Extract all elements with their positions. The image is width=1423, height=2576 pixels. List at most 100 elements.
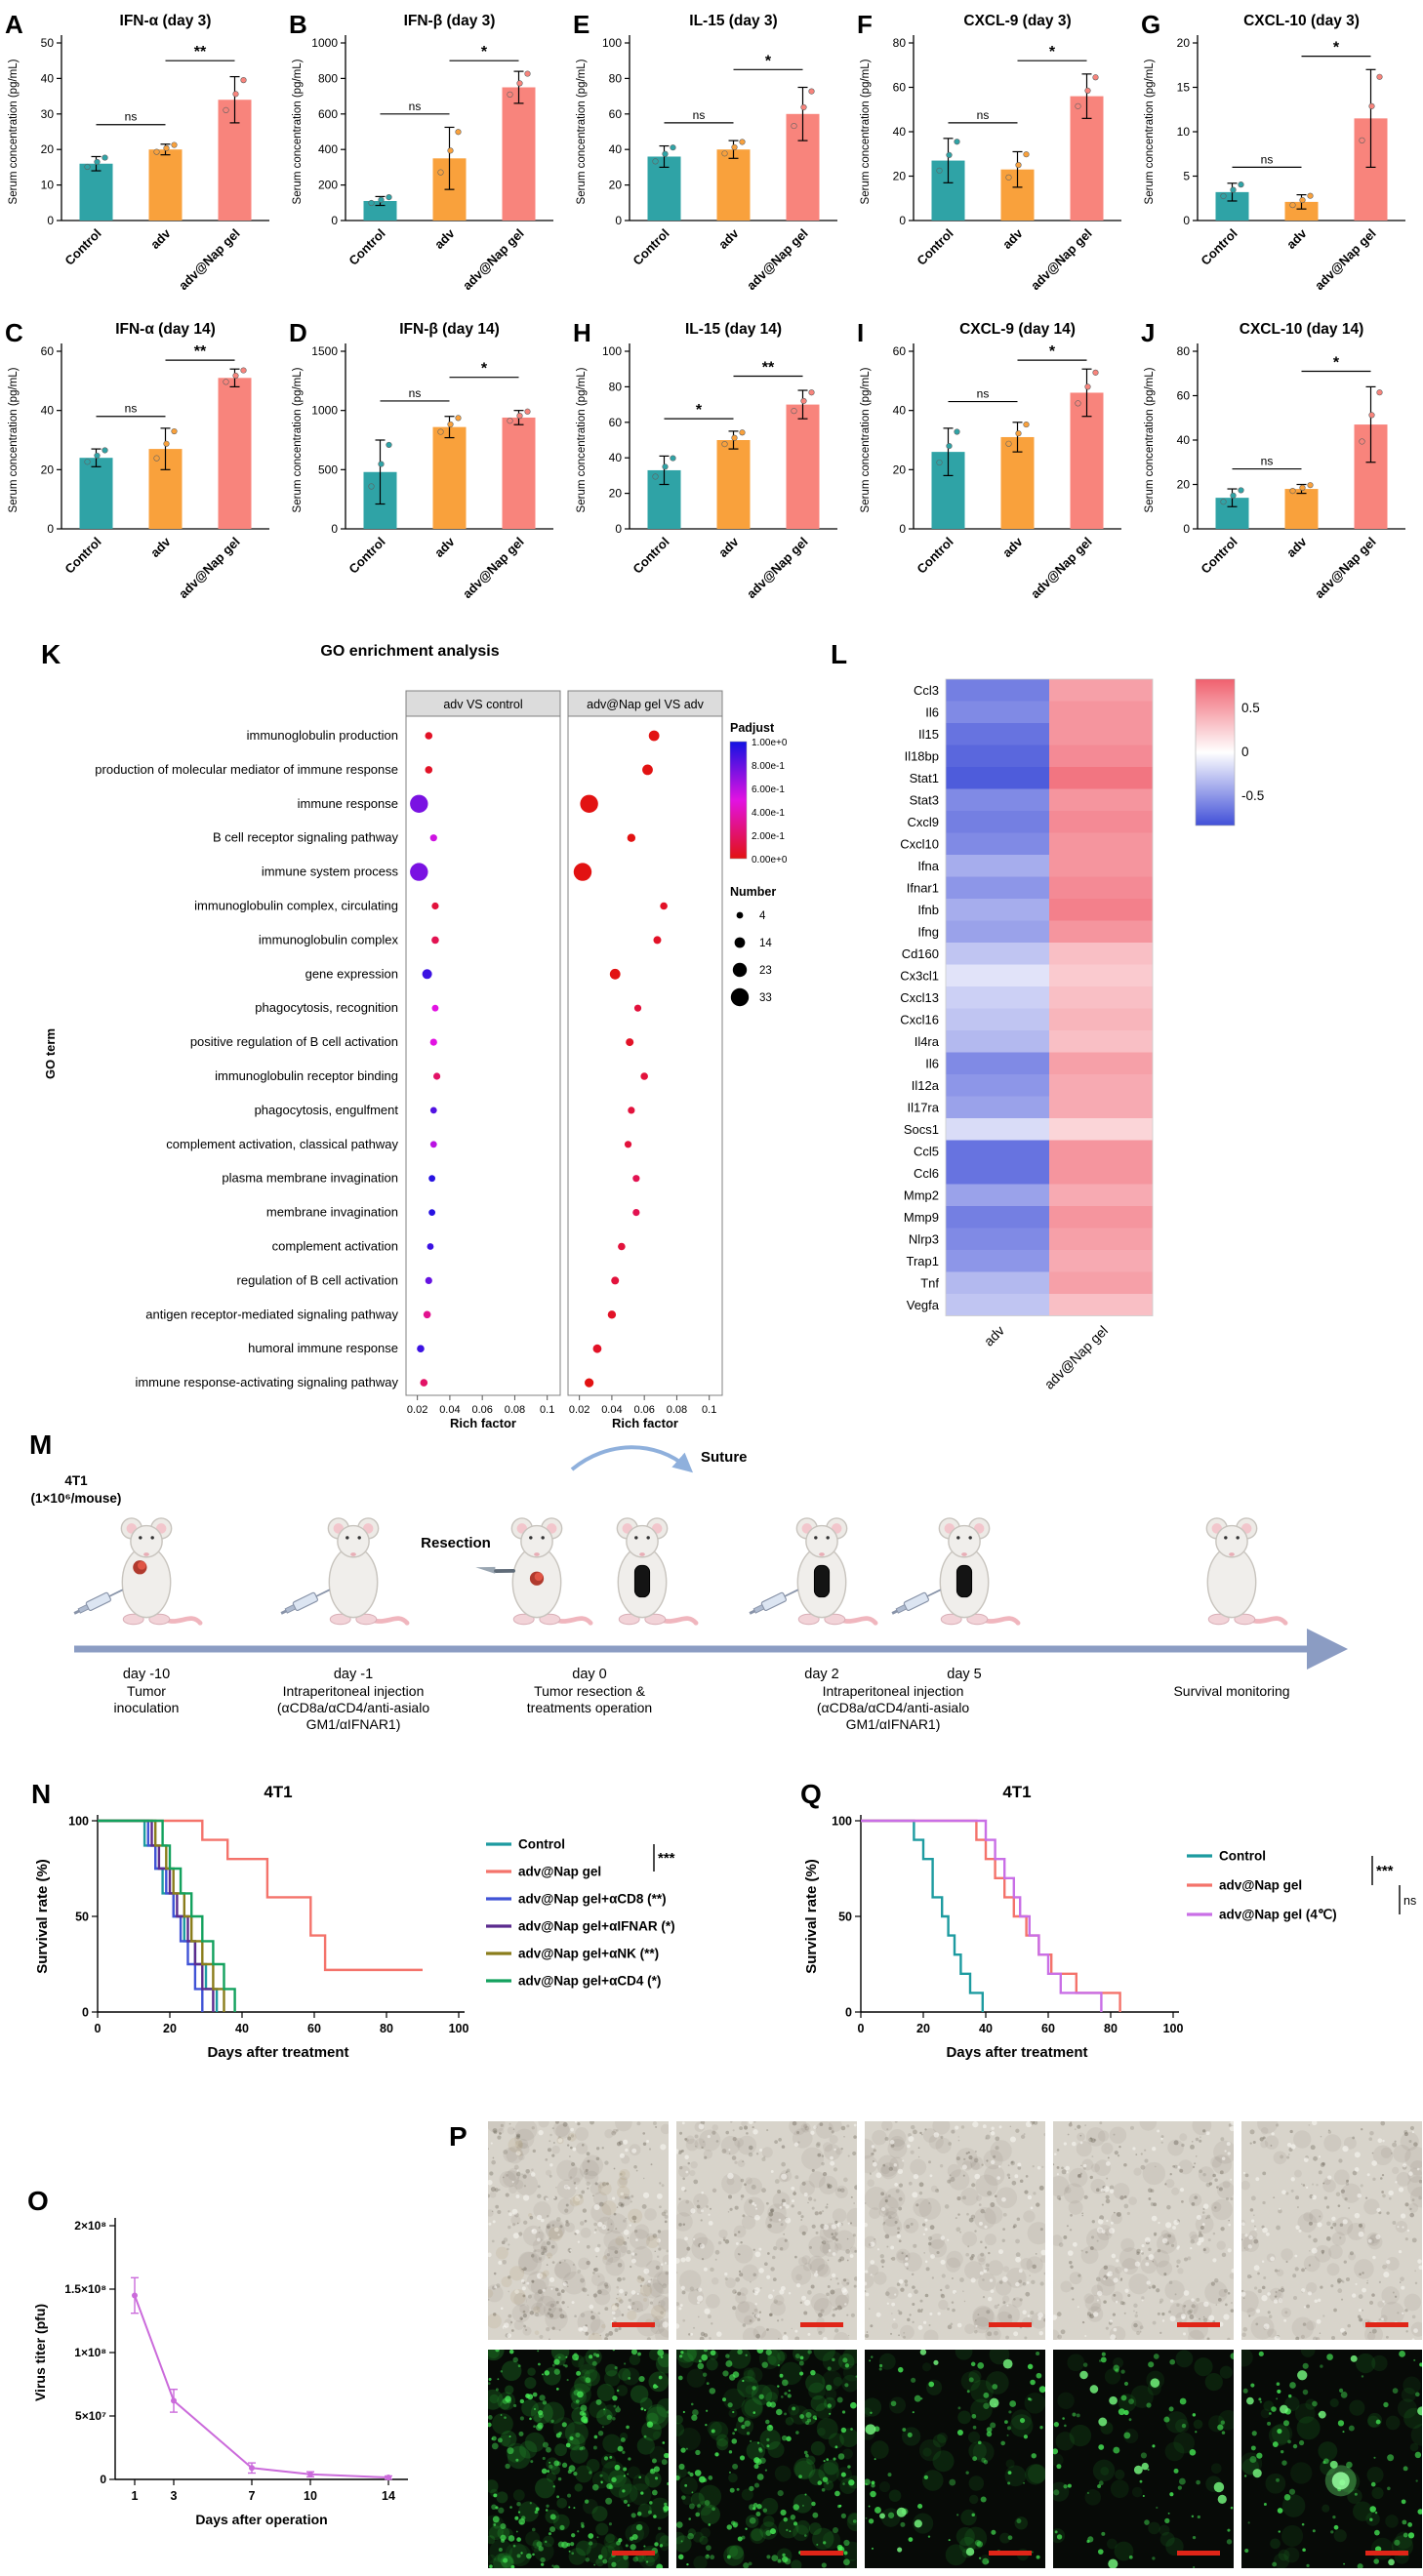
x-tick-label: adv@Nap gel bbox=[744, 226, 811, 294]
bar-adv-nap-gel bbox=[502, 87, 536, 221]
gene-label: Mmp2 bbox=[904, 1187, 939, 1202]
y-tick-label: 1.5×10⁸ bbox=[64, 2282, 106, 2296]
facet-title: adv VS control bbox=[443, 698, 522, 711]
mouse-illustration bbox=[891, 1517, 1021, 1626]
significance-label: * bbox=[696, 402, 703, 419]
gel-implant bbox=[813, 1564, 831, 1598]
timeline-day-label: day -10 bbox=[123, 1667, 170, 1682]
panel-letter: Q bbox=[800, 1779, 822, 1809]
gene-label: Ccl3 bbox=[914, 683, 939, 698]
suture-label: Suture bbox=[701, 1449, 748, 1466]
x-tick-label: adv@Nap gel bbox=[1312, 226, 1379, 294]
data-point bbox=[163, 440, 170, 447]
x-tick-label: 0.02 bbox=[569, 1404, 590, 1416]
y-tick-label: 1000 bbox=[311, 404, 338, 418]
number-legend-label: 14 bbox=[759, 938, 772, 949]
facet-plot-area bbox=[567, 715, 723, 1396]
y-tick-label: 40 bbox=[609, 451, 623, 464]
go-dot bbox=[580, 794, 598, 813]
x-tick-label: 40 bbox=[235, 2022, 249, 2035]
go-dot bbox=[422, 969, 432, 980]
x-tick-label: Control bbox=[1198, 535, 1240, 577]
data-point bbox=[232, 372, 239, 380]
data-point bbox=[437, 428, 444, 435]
legend-label: adv@Nap gel+αCD4 (*) bbox=[518, 1974, 661, 1989]
x-tick-label: adv bbox=[1283, 534, 1310, 560]
go-term-label: immunoglobulin production bbox=[247, 728, 398, 743]
y-tick-label: 20 bbox=[1177, 478, 1191, 492]
mouse-head bbox=[1215, 1524, 1248, 1558]
x-tick-label: adv bbox=[147, 534, 174, 560]
gene-label: Cxcl16 bbox=[900, 1012, 939, 1026]
go-dot bbox=[429, 1107, 437, 1114]
panel-letter: B bbox=[289, 10, 307, 39]
go-term-label: phagocytosis, engulfment bbox=[255, 1103, 399, 1117]
go-dot bbox=[429, 834, 437, 842]
x-tick-label: adv bbox=[1283, 225, 1310, 252]
y-axis-label: Survival rate (%) bbox=[34, 1859, 51, 1974]
x-tick-label: Control bbox=[630, 226, 671, 268]
y-tick-label: 100 bbox=[602, 36, 622, 50]
data-point bbox=[516, 413, 523, 420]
scale-bar bbox=[612, 2322, 655, 2327]
padjust-legend-title: Padjust bbox=[730, 721, 775, 735]
x-tick-label: 0.1 bbox=[702, 1404, 716, 1416]
heatmap-cell bbox=[1049, 920, 1153, 943]
significance-label: ns bbox=[1261, 152, 1274, 166]
data-point bbox=[739, 429, 746, 436]
scale-bar bbox=[800, 2551, 843, 2556]
data-point bbox=[1307, 482, 1314, 489]
go-dot bbox=[431, 936, 439, 945]
data-point bbox=[791, 122, 797, 130]
y-axis-label: Serum concentration (pg/mL) bbox=[1144, 59, 1156, 204]
mouse-head bbox=[626, 1524, 659, 1558]
x-tick-label: 10 bbox=[304, 2489, 317, 2503]
chart-title: IL-15 (day 3) bbox=[689, 13, 777, 29]
x-tick-label: 3 bbox=[171, 2489, 178, 2503]
y-tick-label: 0 bbox=[331, 522, 338, 536]
mouse-head bbox=[130, 1524, 163, 1558]
x-tick-label: adv bbox=[431, 225, 458, 252]
heatmap-cell bbox=[946, 1162, 1049, 1185]
number-legend-label: 4 bbox=[759, 910, 766, 922]
y-tick-label: 20 bbox=[1177, 36, 1191, 50]
heatmap-cell bbox=[946, 1074, 1049, 1097]
x-tick-label: 0.04 bbox=[439, 1404, 460, 1416]
data-point bbox=[1359, 137, 1365, 143]
y-tick-label: 0 bbox=[1183, 522, 1190, 536]
gene-label: Cxcl9 bbox=[907, 815, 939, 829]
heatmap-cell bbox=[946, 943, 1049, 965]
syringe-icon bbox=[891, 1589, 942, 1615]
data-point bbox=[1075, 102, 1081, 109]
y-axis-label: Serum concentration (pg/mL) bbox=[8, 59, 20, 204]
x-tick-label: 0.1 bbox=[540, 1404, 554, 1416]
scale-bar bbox=[989, 2551, 1032, 2556]
chart-title: IFN-β (day 3) bbox=[404, 13, 496, 29]
survival-curve-adv-nap-gel-4- bbox=[861, 1819, 1103, 2012]
padjust-tick-label: 1.00e+0 bbox=[752, 738, 788, 748]
go-dot bbox=[425, 732, 433, 740]
data-point bbox=[455, 129, 462, 136]
x-tick-label: adv@Nap gel bbox=[460, 535, 527, 602]
significance-label: * bbox=[1333, 40, 1340, 57]
data-point bbox=[662, 463, 669, 470]
go-term-label: phagocytosis, recognition bbox=[255, 1000, 398, 1015]
gene-label: Mmp9 bbox=[904, 1210, 939, 1225]
bar-adv bbox=[716, 149, 751, 221]
go-dot bbox=[410, 794, 428, 813]
y-tick-label: 60 bbox=[893, 344, 907, 358]
significance-label: ns bbox=[409, 386, 422, 400]
go-dot bbox=[660, 902, 668, 910]
go-dot bbox=[573, 863, 592, 881]
padjust-colorbar bbox=[729, 741, 748, 860]
data-point bbox=[386, 2475, 391, 2481]
gene-label: Ccl6 bbox=[914, 1166, 939, 1181]
chart-title: CXCL-10 (day 14) bbox=[1240, 321, 1363, 338]
legend-label: Control bbox=[1219, 1849, 1266, 1864]
